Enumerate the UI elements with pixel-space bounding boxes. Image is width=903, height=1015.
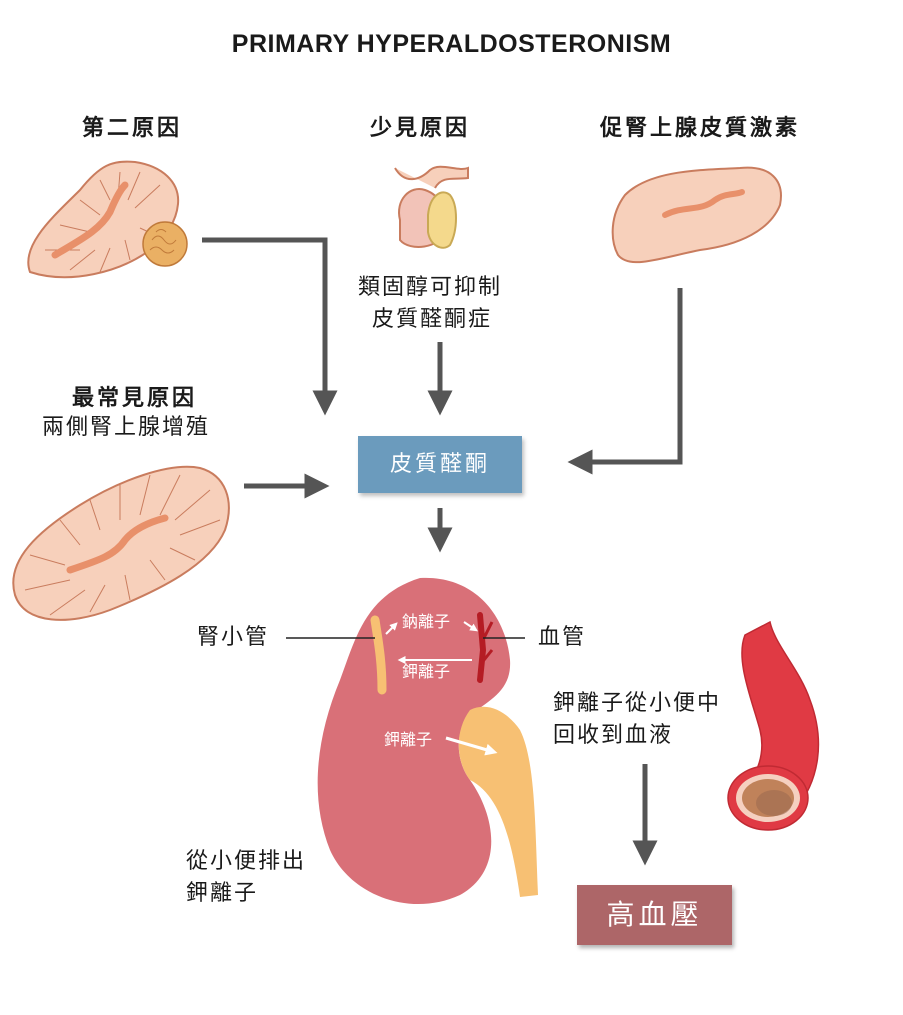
adrenal-carcinoma-illustration: [394, 165, 469, 249]
excrete-label-line2: 鉀離子: [186, 881, 259, 906]
adrenal-hyperplasia-illustration: [12, 465, 230, 621]
arrow-acth-to-aldosterone: [567, 288, 683, 475]
aldosterone-box: 皮質醛酮: [358, 436, 522, 493]
most-common-cause-heading: 最常見原因: [72, 386, 198, 411]
adrenal-acth-illustration: [611, 166, 782, 264]
tubule-illustration: [370, 615, 387, 695]
rare-cause-heading: 少見原因: [370, 116, 471, 141]
bilateral-hyperplasia-label: 兩側腎上腺增殖: [42, 415, 211, 440]
tubule-label: 腎小管: [197, 625, 270, 650]
adrenal-adenoma-illustration: [27, 160, 188, 279]
diagram-title: PRIMARY HYPERALDOSTERONISM: [231, 30, 672, 58]
excrete-label-line1: 從小便排出: [186, 849, 307, 874]
potassium-ion-label-excreted: 鉀離子: [384, 730, 433, 749]
kidney-illustration: [317, 577, 538, 905]
blood-vessel-illustration: [477, 612, 487, 683]
hypertension-box: 高血壓: [577, 885, 732, 945]
gra-label-line1: 類固醇可抑制: [358, 275, 503, 300]
acth-heading: 促腎上腺皮質激素: [600, 116, 801, 141]
potassium-ion-label-inner: 鉀離子: [402, 662, 451, 681]
reabsorb-label-line2: 回收到血液: [553, 723, 674, 748]
blood-vessel-section-illustration: [727, 620, 820, 831]
secondary-cause-heading: 第二原因: [82, 116, 183, 141]
reabsorb-label-line1: 鉀離子從小便中: [553, 691, 722, 716]
vessel-label: 血管: [538, 625, 587, 650]
sodium-ion-label: 鈉離子: [402, 612, 451, 631]
gra-label-line2: 皮質醛酮症: [372, 307, 493, 332]
arrow-secondary-to-aldosterone: [202, 237, 338, 416]
